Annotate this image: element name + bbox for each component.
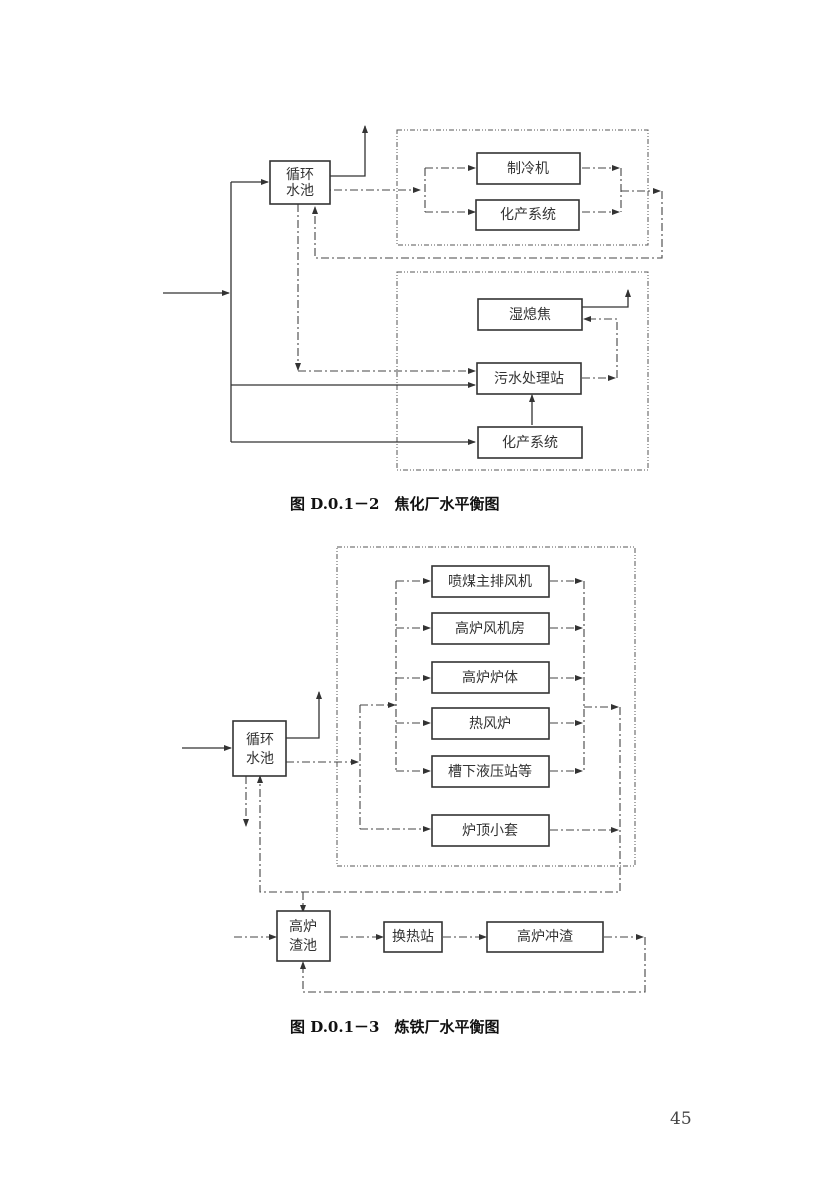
- figure-caption-1: 图 D.0.1－2 焦化厂水平衡图: [290, 495, 499, 513]
- node-blower-house: 高炉风机房: [431, 612, 550, 645]
- figure-caption-2: 图 D.0.1－3 炼铁厂水平衡图: [290, 1018, 499, 1036]
- svg-text:化产系统: 化产系统: [502, 435, 558, 451]
- node-coal-injection-fan: 喷煤主排风机: [431, 565, 550, 598]
- svg-text:水池: 水池: [286, 183, 314, 199]
- node-hydraulic-station: 槽下液压站等: [431, 755, 550, 788]
- node-wet-quench: 湿熄焦: [477, 298, 583, 331]
- svg-text:水池: 水池: [246, 751, 274, 767]
- group-frame-main: [336, 546, 636, 867]
- svg-text:渣池: 渣池: [289, 938, 317, 954]
- node-heat-exchange-station: 换热站: [383, 921, 443, 953]
- node-circulating-pool: 循环 水池: [232, 720, 287, 777]
- node-top-jacket: 炉顶小套: [431, 814, 550, 847]
- svg-text:湿熄焦: 湿熄焦: [509, 306, 551, 323]
- node-furnace-body: 高炉炉体: [431, 661, 550, 694]
- svg-text:制冷机: 制冷机: [507, 161, 549, 177]
- node-hot-stove: 热风炉: [431, 707, 550, 740]
- svg-text:循环: 循环: [246, 732, 274, 748]
- page-number: 45: [670, 1109, 692, 1129]
- svg-text:热风炉: 热风炉: [469, 716, 511, 732]
- group-frame-bottom: [396, 271, 649, 471]
- svg-text:高炉冲渣: 高炉冲渣: [517, 928, 573, 945]
- svg-text:换热站: 换热站: [392, 928, 434, 945]
- node-circulating-pool: 循环 水池: [269, 160, 331, 205]
- node-chemical-system-top: 化产系统: [475, 199, 580, 231]
- group-frame-top: [396, 129, 649, 246]
- svg-text:污水处理站: 污水处理站: [494, 371, 564, 387]
- svg-text:化产系统: 化产系统: [500, 207, 556, 223]
- svg-text:喷煤主排风机: 喷煤主排风机: [448, 574, 532, 590]
- node-slag-flushing: 高炉冲渣: [486, 921, 604, 953]
- node-chemical-system-bottom: 化产系统: [477, 426, 583, 459]
- svg-text:循环: 循环: [286, 167, 314, 183]
- svg-text:高炉炉体: 高炉炉体: [462, 669, 518, 686]
- svg-text:槽下液压站等: 槽下液压站等: [448, 763, 532, 780]
- svg-text:高炉: 高炉: [289, 918, 317, 935]
- figure-ironmaking-plant: 循环 水池 喷煤主排风机 高炉风机房 高炉炉体 热风炉 槽下液压站等 炉顶小套: [182, 546, 646, 1036]
- node-sewage-station: 污水处理站: [476, 362, 582, 395]
- figure-coking-plant: 循环 水池 制冷机 化产系统 湿熄焦 污水处理站 化产系统 图 D.0.1－2 …: [163, 125, 663, 513]
- node-slag-pool: 高炉 渣池: [276, 910, 331, 962]
- svg-text:炉顶小套: 炉顶小套: [462, 823, 518, 839]
- node-refrigerator: 制冷机: [476, 152, 581, 185]
- svg-text:高炉风机房: 高炉风机房: [455, 620, 525, 637]
